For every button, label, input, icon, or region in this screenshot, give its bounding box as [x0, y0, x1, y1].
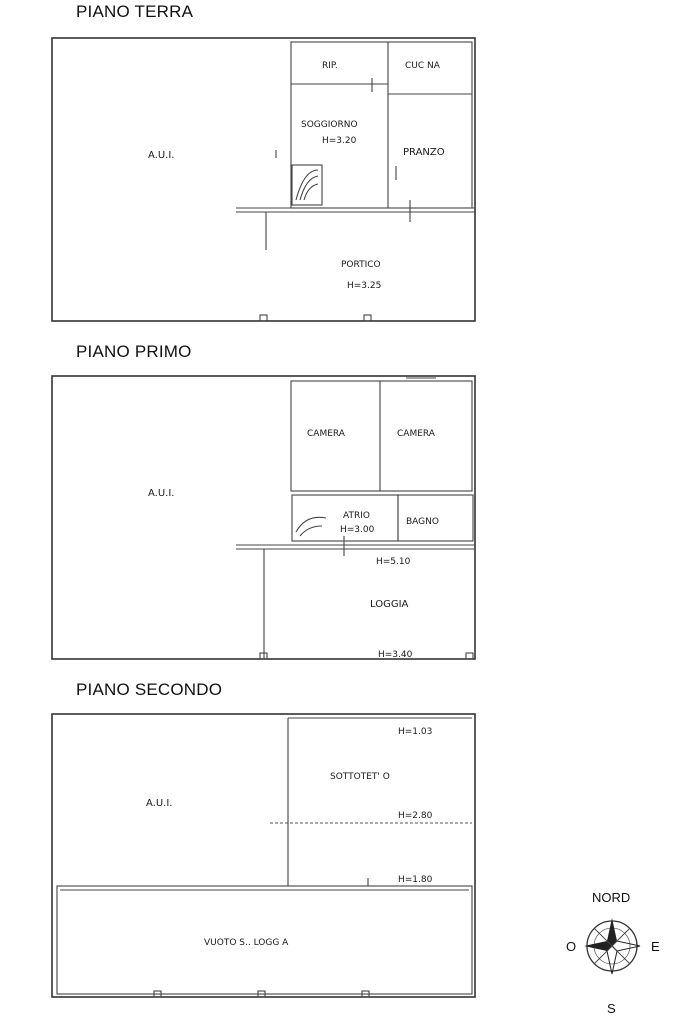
ground-pranzo-label: PRANZO: [403, 147, 445, 158]
ground-cucina-label: CUC NA: [405, 61, 441, 71]
second-height-280: H=2.80: [398, 811, 433, 821]
first-loggia-label: LOGGIA: [370, 599, 409, 610]
compass-west-label: O: [566, 939, 576, 954]
ground-staircase: [291, 164, 323, 206]
first-atrio-label: ATRIO: [343, 511, 370, 521]
first-aui-label: A.U.I.: [148, 488, 174, 499]
second-floor-plan: A.U.I. H=1.03 SOTTOTET' O H=2.80 H=1.80 …: [51, 713, 476, 998]
ground-rip-label: RIP.: [322, 61, 338, 71]
ground-outer-wall: [51, 37, 476, 322]
ground-soggiorno-label: SOGGIORNO: [301, 120, 358, 130]
first-staircase: [295, 516, 327, 537]
compass-north-point: [607, 918, 617, 946]
ground-soggiorno-height: H=3.20: [322, 136, 357, 146]
compass-east-label: E: [651, 939, 660, 954]
first-camera-right-label: CAMERA: [397, 429, 436, 439]
compass-north-label: NORD: [592, 890, 630, 905]
ground-portico-label: PORTICO: [341, 260, 381, 270]
first-loggia-height-top: H=5.10: [376, 557, 411, 567]
compass-rose: NORD S E O: [566, 890, 660, 1016]
second-sottotetto-label: SOTTOTET' O: [330, 772, 390, 782]
first-loggia-height-bottom: H=3.40: [378, 650, 413, 660]
second-vuoto-label: VUOTO S.. LOGG A: [204, 938, 289, 948]
first-bagno-block: [397, 494, 474, 542]
first-bagno-label: BAGNO: [406, 517, 439, 527]
second-height-103: H=1.03: [398, 727, 432, 737]
first-camera-left-label: CAMERA: [307, 429, 346, 439]
ground-portico-height: H=3.25: [347, 281, 381, 291]
second-outer-wall: [51, 713, 476, 998]
ground-aui-label: A.U.I.: [148, 150, 174, 161]
first-floor-title: PIANO PRIMO: [76, 342, 192, 361]
first-floor-plan: A.U.I. CAMERA CAMERA ATRIO H=3.00 BAGNO …: [51, 375, 476, 660]
second-aui-label: A.U.I.: [146, 798, 172, 809]
first-atrio-height: H=3.00: [340, 525, 375, 535]
second-floor-title: PIANO SECONDO: [76, 680, 223, 699]
second-height-180: H=1.80: [398, 875, 433, 885]
first-bedrooms-block: [290, 380, 473, 492]
ground-floor-title: PIANO TERRA: [76, 2, 194, 21]
compass-south-label: S: [607, 1001, 616, 1016]
ground-floor-plan: A.U.I. RIP. CUC NA SOGGIORNO H=3.20 PRAN…: [51, 37, 476, 322]
